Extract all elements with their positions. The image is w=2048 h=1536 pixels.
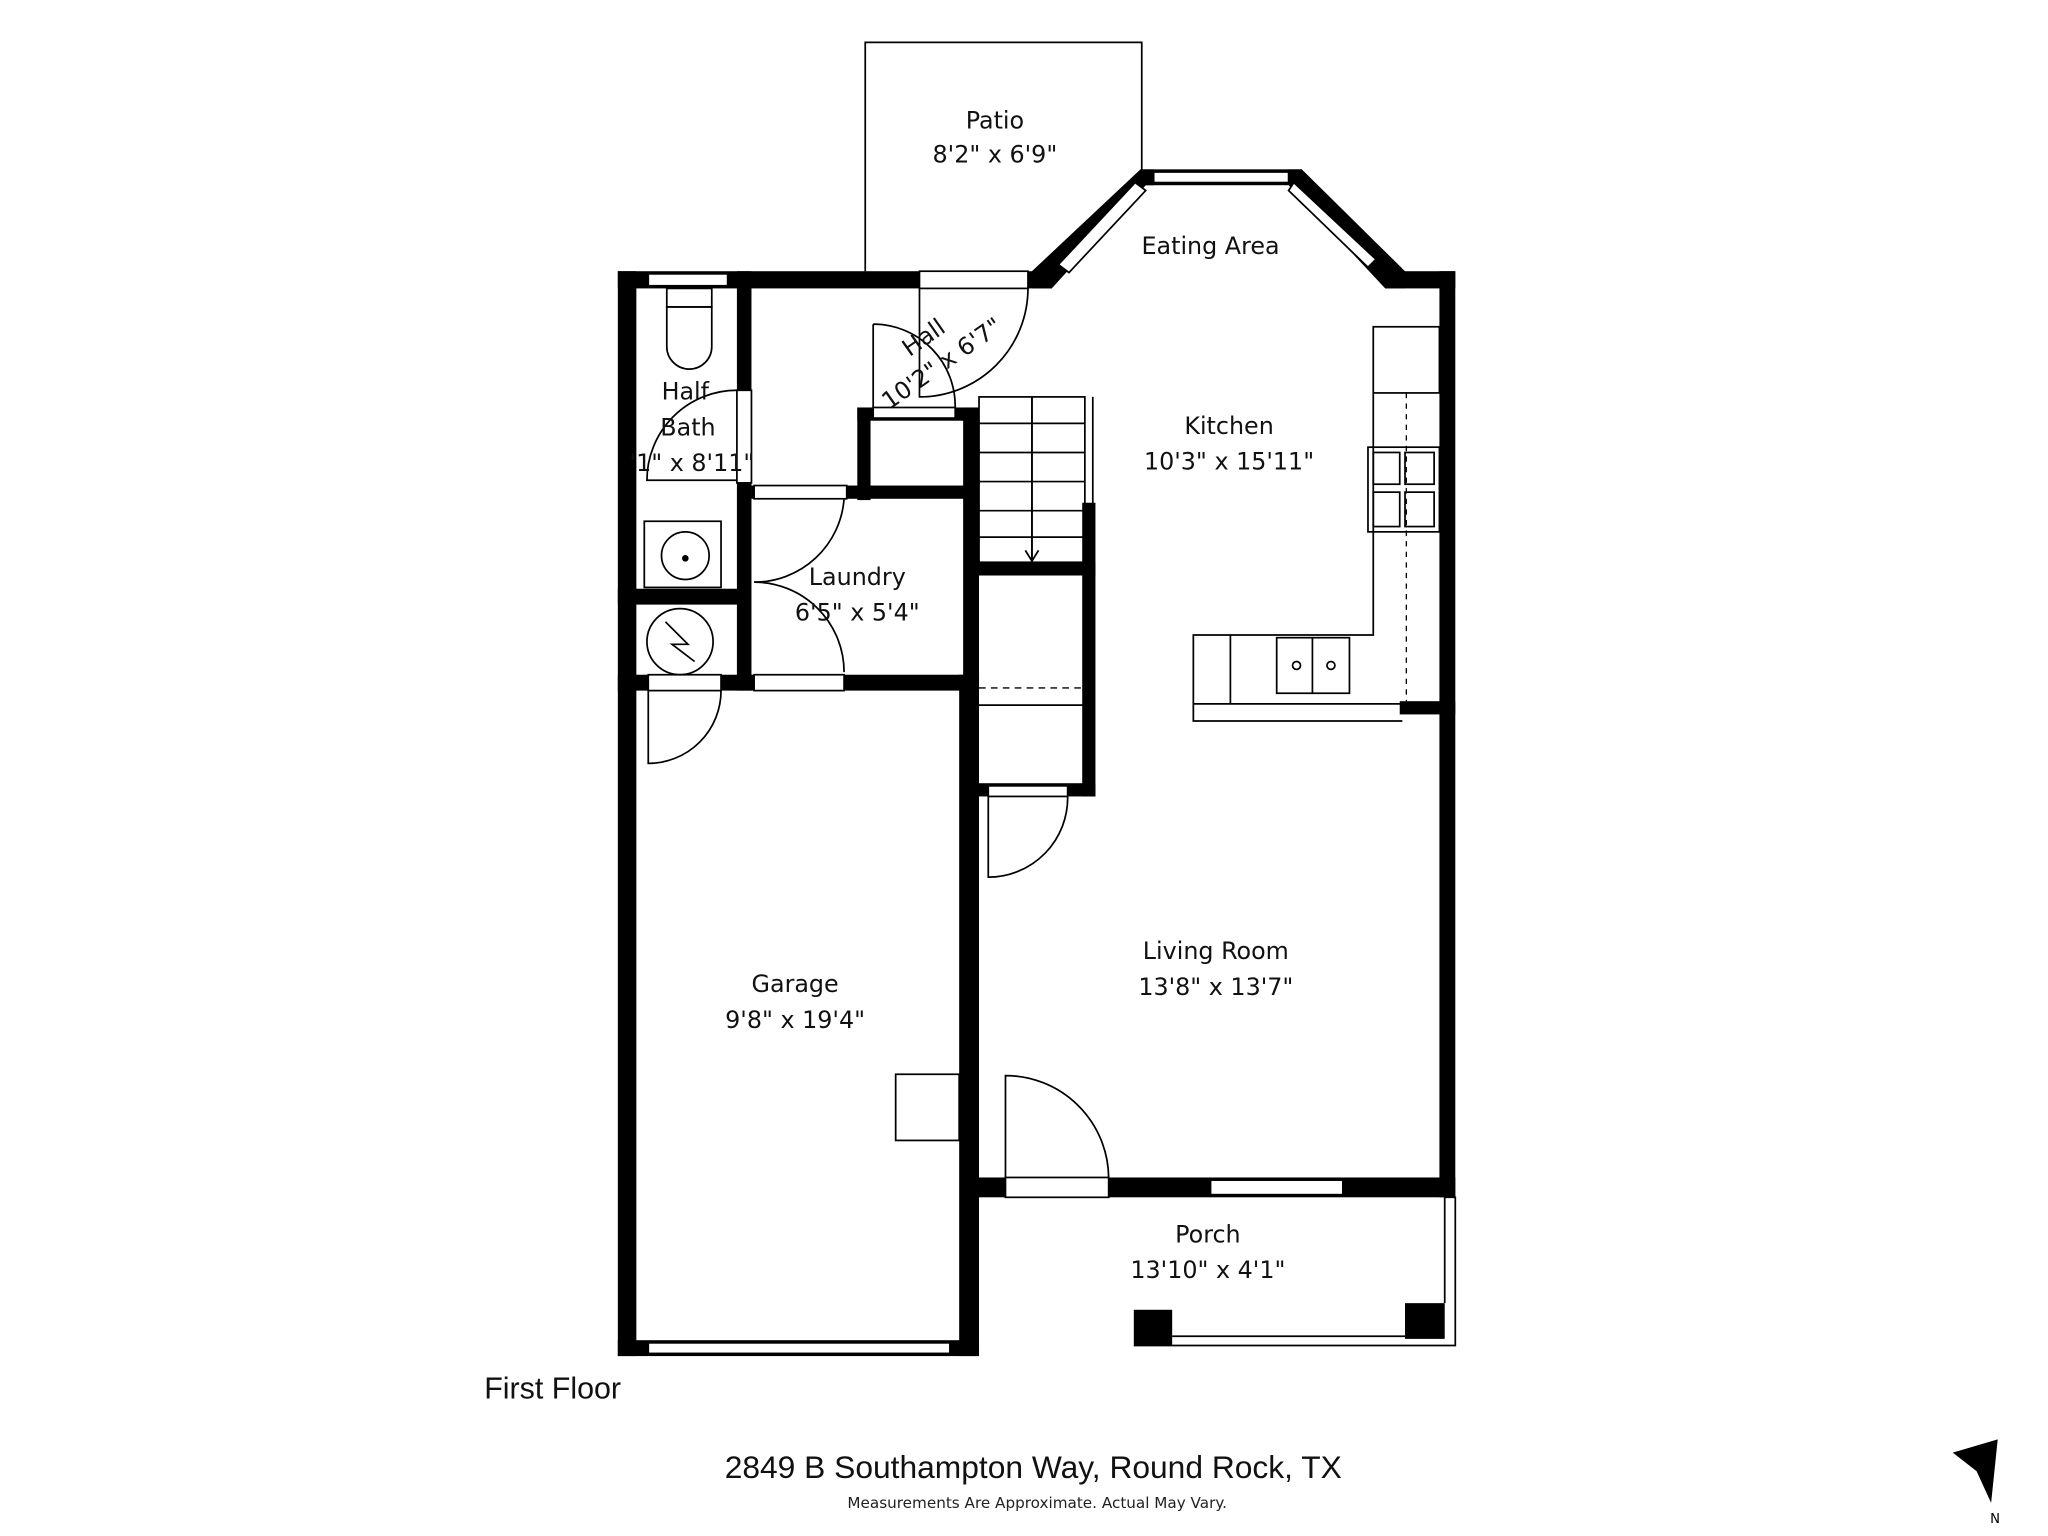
- disclaimer: Measurements Are Approximate. Actual May…: [847, 1494, 1227, 1512]
- room-name-garage: Garage: [752, 970, 839, 998]
- room-name-patio: Patio: [966, 106, 1024, 134]
- room-size-half-bath: '1" x 8'11": [630, 449, 755, 477]
- floor-label: First Floor: [484, 1371, 621, 1405]
- room-name-living-room: Living Room: [1143, 937, 1289, 965]
- patio-outline: [864, 41, 1143, 272]
- sink-icon: [643, 520, 722, 589]
- room-size-kitchen: 10'3" x 15'11": [1144, 448, 1314, 476]
- doors: [646, 288, 1110, 1178]
- stove-icon: [1367, 446, 1441, 533]
- stairs: [978, 396, 1094, 707]
- room-size-living-room: 13'8" x 13'7": [1138, 973, 1293, 1001]
- room-size-porch: 13'10" x 4'1": [1130, 1256, 1285, 1284]
- fixtures: [643, 287, 1441, 1142]
- refrigerator-icon: [1372, 325, 1441, 394]
- room-name-eating-area: Eating Area: [1142, 232, 1280, 260]
- room-name-half-bath-2: Bath: [660, 413, 715, 441]
- toilet-icon: [665, 306, 713, 370]
- windows: [647, 171, 1378, 1355]
- water-heater-icon: [646, 607, 714, 676]
- room-name-kitchen: Kitchen: [1184, 412, 1273, 440]
- compass-label: N: [1990, 1512, 2000, 1527]
- room-name-laundry: Laundry: [809, 563, 906, 591]
- room-size-garage: 9'8" x 19'4": [725, 1006, 865, 1034]
- room-name-porch: Porch: [1175, 1220, 1241, 1248]
- room-name-half-bath: Half: [662, 378, 710, 406]
- room-size-patio: 8'2" x 6'9": [933, 141, 1058, 169]
- address: 2849 B Southampton Way, Round Rock, TX: [725, 1449, 1342, 1485]
- north-arrow-icon: [1952, 1439, 1998, 1503]
- porch-outline: [1133, 1196, 1457, 1347]
- room-size-laundry: 6'5" x 5'4": [795, 598, 920, 626]
